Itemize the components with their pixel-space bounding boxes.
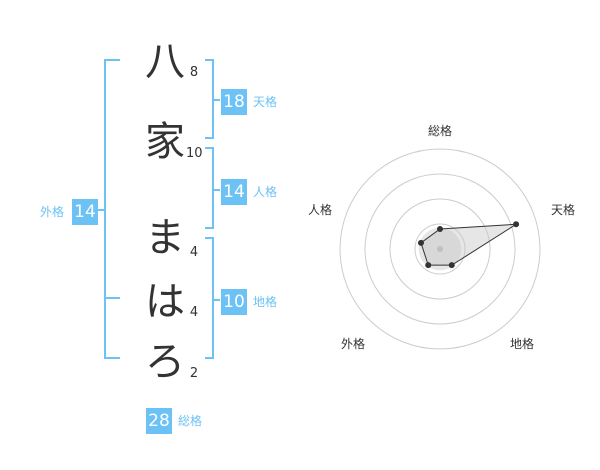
name-char-1: 八	[145, 39, 185, 85]
radar-data-point	[437, 226, 443, 232]
radar-data-point	[448, 262, 455, 269]
radar-axis-label-soukaku: 総格	[428, 124, 453, 138]
soukaku-label: 総格	[178, 414, 203, 428]
radar-grid-ring	[414, 223, 466, 275]
jinkaku-value: 14	[221, 179, 247, 205]
radar-axis-label-jinkaku: 人格	[308, 203, 333, 217]
radar-grid-ring	[364, 173, 516, 325]
radar-grid-ring	[339, 148, 541, 350]
name-char-3: ま	[145, 215, 185, 261]
gaikaku-value: 14	[72, 199, 98, 225]
stroke-count-1: 8	[189, 65, 199, 80]
radar-axis-label-gaikaku: 外格	[341, 337, 366, 351]
name-char-5: ろ	[145, 339, 185, 385]
radar-axis-label-tenkaku: 天格	[551, 203, 576, 217]
name-char-2: 家	[145, 119, 185, 165]
jinkaku-label: 人格	[253, 185, 278, 199]
radar-data-point	[425, 262, 432, 269]
chikaku-label: 地格	[253, 295, 278, 309]
radar-data-point	[417, 239, 424, 246]
name-char-4: は	[145, 279, 185, 325]
radar-data-polygon	[420, 223, 517, 266]
stroke-count-5: 2	[189, 366, 199, 381]
stroke-count-3: 4	[189, 245, 199, 260]
radar-axis-label-chikaku: 地格	[510, 337, 535, 351]
radar-center-dot	[437, 246, 443, 252]
gaikaku-label: 外格	[40, 205, 65, 219]
radar-grid-ring	[389, 198, 491, 300]
soukaku-value: 28	[146, 408, 172, 434]
tenkaku-label: 天格	[253, 95, 278, 109]
stroke-count-2: 10	[186, 146, 203, 161]
chikaku-value: 10	[221, 289, 247, 315]
radar-data-point	[513, 221, 520, 228]
stroke-count-4: 4	[189, 305, 199, 320]
tenkaku-value: 18	[221, 89, 247, 115]
